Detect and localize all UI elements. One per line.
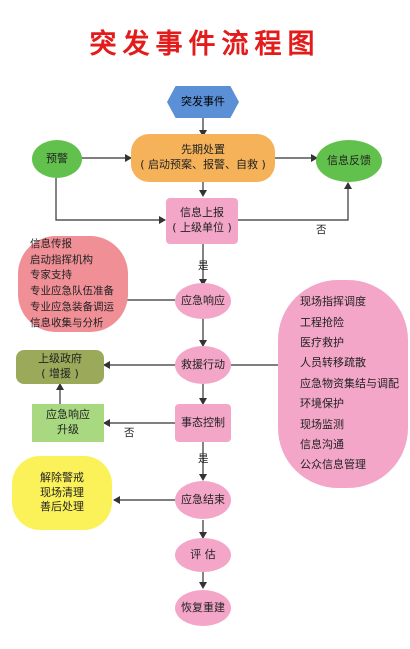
left-list-item: 专业应急装备调运: [30, 300, 114, 313]
left-list-item: 专家支持: [30, 269, 72, 282]
node-pre-handling: 先期处置 ( 启动预案、报警、自救 ): [131, 134, 275, 182]
end-list-item: 现场清理: [40, 485, 84, 499]
node-warning: 预警: [32, 140, 82, 178]
end-list-items: 解除警戒现场清理善后处理: [40, 471, 84, 516]
page-title: 突发事件流程图: [89, 29, 321, 60]
right-list-item: 工程抢险: [300, 315, 344, 329]
node-info-report: 信息上报 ( 上级单位 ): [166, 198, 238, 244]
left-list-item: 专业应急队伍准备: [30, 285, 114, 297]
edge-label-no-report: 否: [316, 224, 327, 236]
right-list-item: 应急物资集结与调配: [300, 376, 399, 390]
right-list-item: 公众信息管理: [300, 458, 366, 472]
right-list-items: 现场指挥调度工程抢险医疗救护人员转移疏散应急物资集结与调配环境保护现场监测信息沟…: [300, 292, 399, 475]
left-list-item: 信息收集与分析: [30, 316, 104, 329]
node-emergency-end: 应急结束: [175, 481, 231, 519]
right-list-item: 医疗救护: [300, 336, 344, 350]
end-list-item: 善后处理: [40, 500, 84, 514]
node-emergency-response: 应急响应: [175, 283, 231, 319]
left-action-list: 信息传报启动指挥机构专家支持专业应急队伍准备专业应急装备调运信息收集与分析: [18, 236, 128, 332]
edge-label-yes-report: 是: [198, 260, 209, 272]
node-event: 突发事件: [167, 86, 239, 118]
left-list-items: 信息传报启动指挥机构专家支持专业应急队伍准备专业应急装备调运信息收集与分析: [30, 237, 114, 332]
end-list-item: 解除警戒: [40, 470, 84, 484]
left-list-item: 启动指挥机构: [30, 253, 93, 266]
left-list-item: 信息传报: [30, 237, 72, 250]
right-list-item: 现场指挥调度: [300, 295, 366, 309]
node-higher-government: 上级政府 ( 增援 ): [16, 350, 104, 384]
right-action-list: 现场指挥调度工程抢险医疗救护人员转移疏散应急物资集结与调配环境保护现场监测信息沟…: [278, 280, 408, 488]
node-evaluate: 评 估: [175, 538, 231, 572]
node-recovery-rebuild: 恢复重建: [175, 590, 231, 626]
right-list-item: 信息沟通: [300, 437, 344, 451]
edge-label-yes-control: 是: [198, 453, 209, 465]
right-list-item: 环境保护: [300, 397, 344, 411]
right-list-item: 人员转移疏散: [300, 356, 366, 370]
node-rescue-action: 救援行动: [175, 346, 231, 384]
node-situation-control: 事态控制: [175, 404, 231, 442]
edge-label-no-control: 否: [124, 427, 135, 439]
node-response-upgrade: 应急响应 升级: [32, 404, 104, 442]
right-list-item: 现场监测: [300, 417, 344, 431]
edge-report-feedback: [237, 182, 352, 221]
node-info-feedback: 信息反馈: [316, 140, 382, 182]
edge-warning-report: [55, 178, 166, 224]
end-action-list: 解除警戒现场清理善后处理: [12, 456, 112, 530]
